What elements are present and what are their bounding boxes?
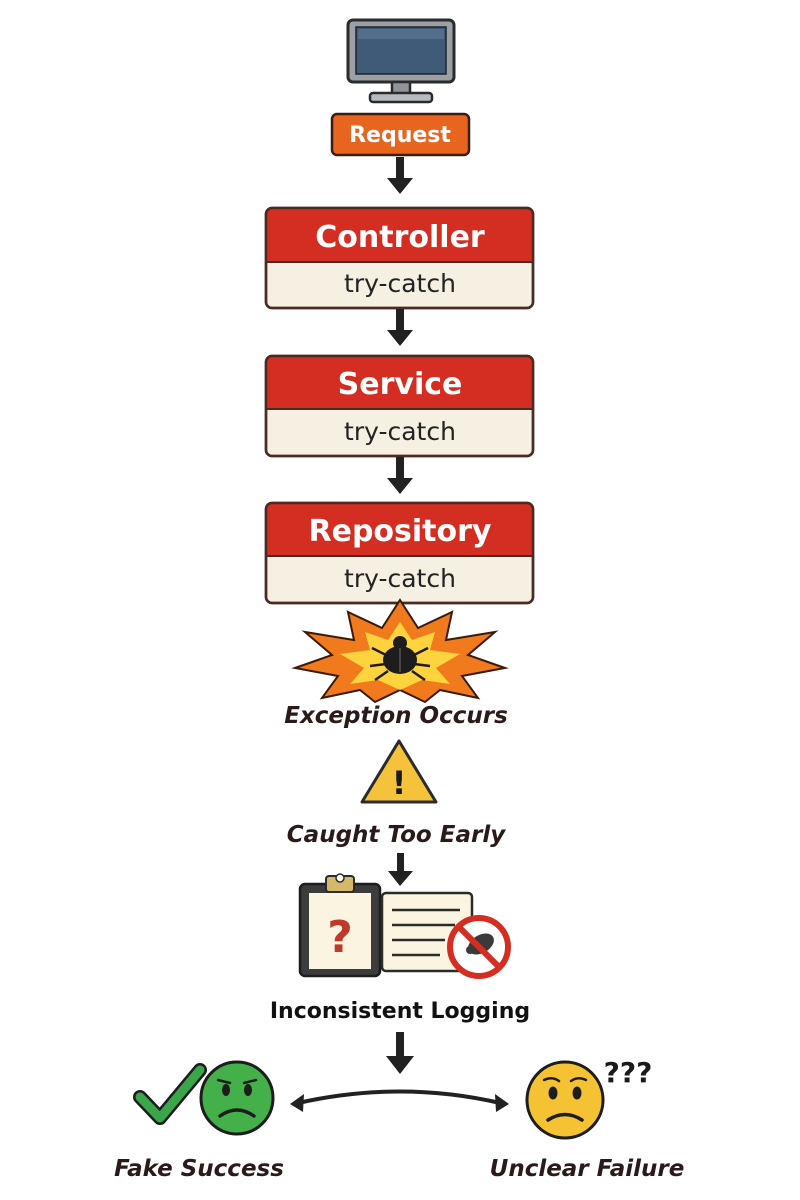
prohibited-icon (447, 915, 511, 979)
logging-label: Inconsistent Logging (270, 999, 530, 1024)
clipboard-log-icon: ? (298, 873, 474, 978)
layer-repository: Repository try-catch (264, 501, 535, 605)
fake-success-label: Fake Success (114, 1156, 284, 1182)
layer-service-sub: try-catch (344, 417, 456, 446)
clipboard-glyph: ? (327, 912, 353, 963)
request-badge: Request (330, 112, 471, 157)
layer-repository-sub: try-catch (344, 564, 456, 593)
sad-face-yellow-icon (525, 1060, 605, 1140)
exception-label: Exception Occurs (284, 703, 508, 729)
layer-controller: Controller try-catch (264, 206, 535, 310)
arrow-controller-service (387, 309, 413, 346)
arrow-service-repository (387, 457, 413, 494)
request-label: Request (349, 123, 451, 148)
warning-glyph: ! (392, 764, 407, 802)
caught-early-label: Caught Too Early (287, 822, 506, 848)
monitor-icon (346, 18, 456, 104)
layer-controller-title: Controller (315, 220, 485, 255)
arrow-caught-logging (388, 853, 413, 886)
layer-service: Service try-catch (264, 354, 535, 458)
warning-triangle-icon: ! (360, 739, 438, 804)
sad-face-green-icon (199, 1060, 275, 1136)
checkmark-icon (133, 1063, 207, 1125)
arrow-request-controller (387, 157, 413, 194)
question-marks: ??? (604, 1056, 653, 1089)
unclear-failure-label: Unclear Failure (490, 1156, 685, 1182)
explosion-bug-icon (291, 598, 509, 704)
layer-repository-title: Repository (309, 514, 492, 549)
layer-service-title: Service (338, 367, 463, 402)
arrow-logging-outcomes (386, 1032, 414, 1074)
split-arrow (290, 1089, 509, 1112)
layer-controller-sub: try-catch (344, 269, 456, 298)
